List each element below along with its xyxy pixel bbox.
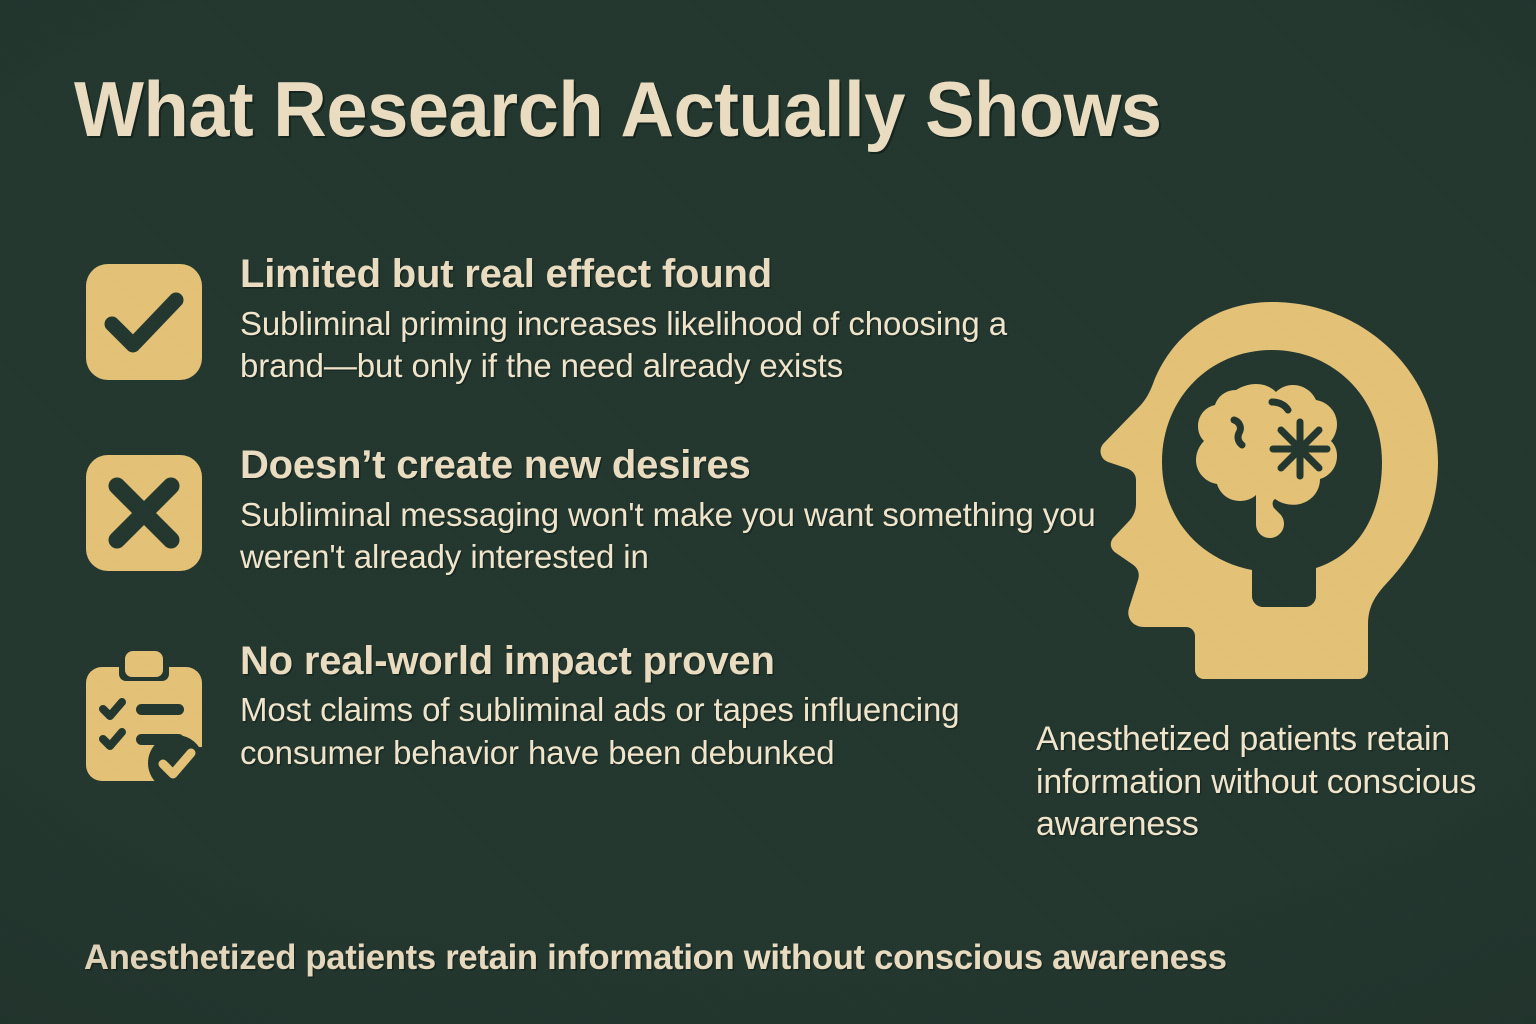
x-square-icon <box>86 455 202 572</box>
list-item-text: Doesn’t create new desires Subliminal me… <box>240 443 1096 578</box>
list-item-heading: Doesn’t create new desires <box>240 443 751 488</box>
list-item: Limited but real effect found Subliminal… <box>86 252 1096 387</box>
head-brain-icon <box>1086 298 1458 680</box>
list-item-body: Subliminal priming increases likelihood … <box>240 304 1007 385</box>
illustration-caption: Anesthetized patients retain information… <box>1036 720 1477 843</box>
findings-list: Limited but real effect found Subliminal… <box>86 252 1096 791</box>
list-item-heading: No real-world impact proven <box>240 638 775 683</box>
list-item-text: Limited but real effect found Subliminal… <box>240 252 1096 387</box>
page-title: What Research Actually Shows <box>74 65 1162 153</box>
clipboard-check-icon <box>86 650 202 791</box>
check-square-icon <box>86 264 202 380</box>
list-item: Doesn’t create new desires Subliminal me… <box>86 443 1096 578</box>
list-item-text: No real-world impact proven Most claims … <box>240 639 1096 774</box>
footer-text: Anesthetized patients retain information… <box>84 938 1227 977</box>
list-item: No real-world impact proven Most claims … <box>86 639 1096 791</box>
list-item-heading: Limited but real effect found <box>240 252 772 296</box>
list-item-body: Most claims of subliminal ads or tapes i… <box>240 691 960 771</box>
list-item-body: Subliminal messaging won't make you want… <box>240 496 1096 576</box>
